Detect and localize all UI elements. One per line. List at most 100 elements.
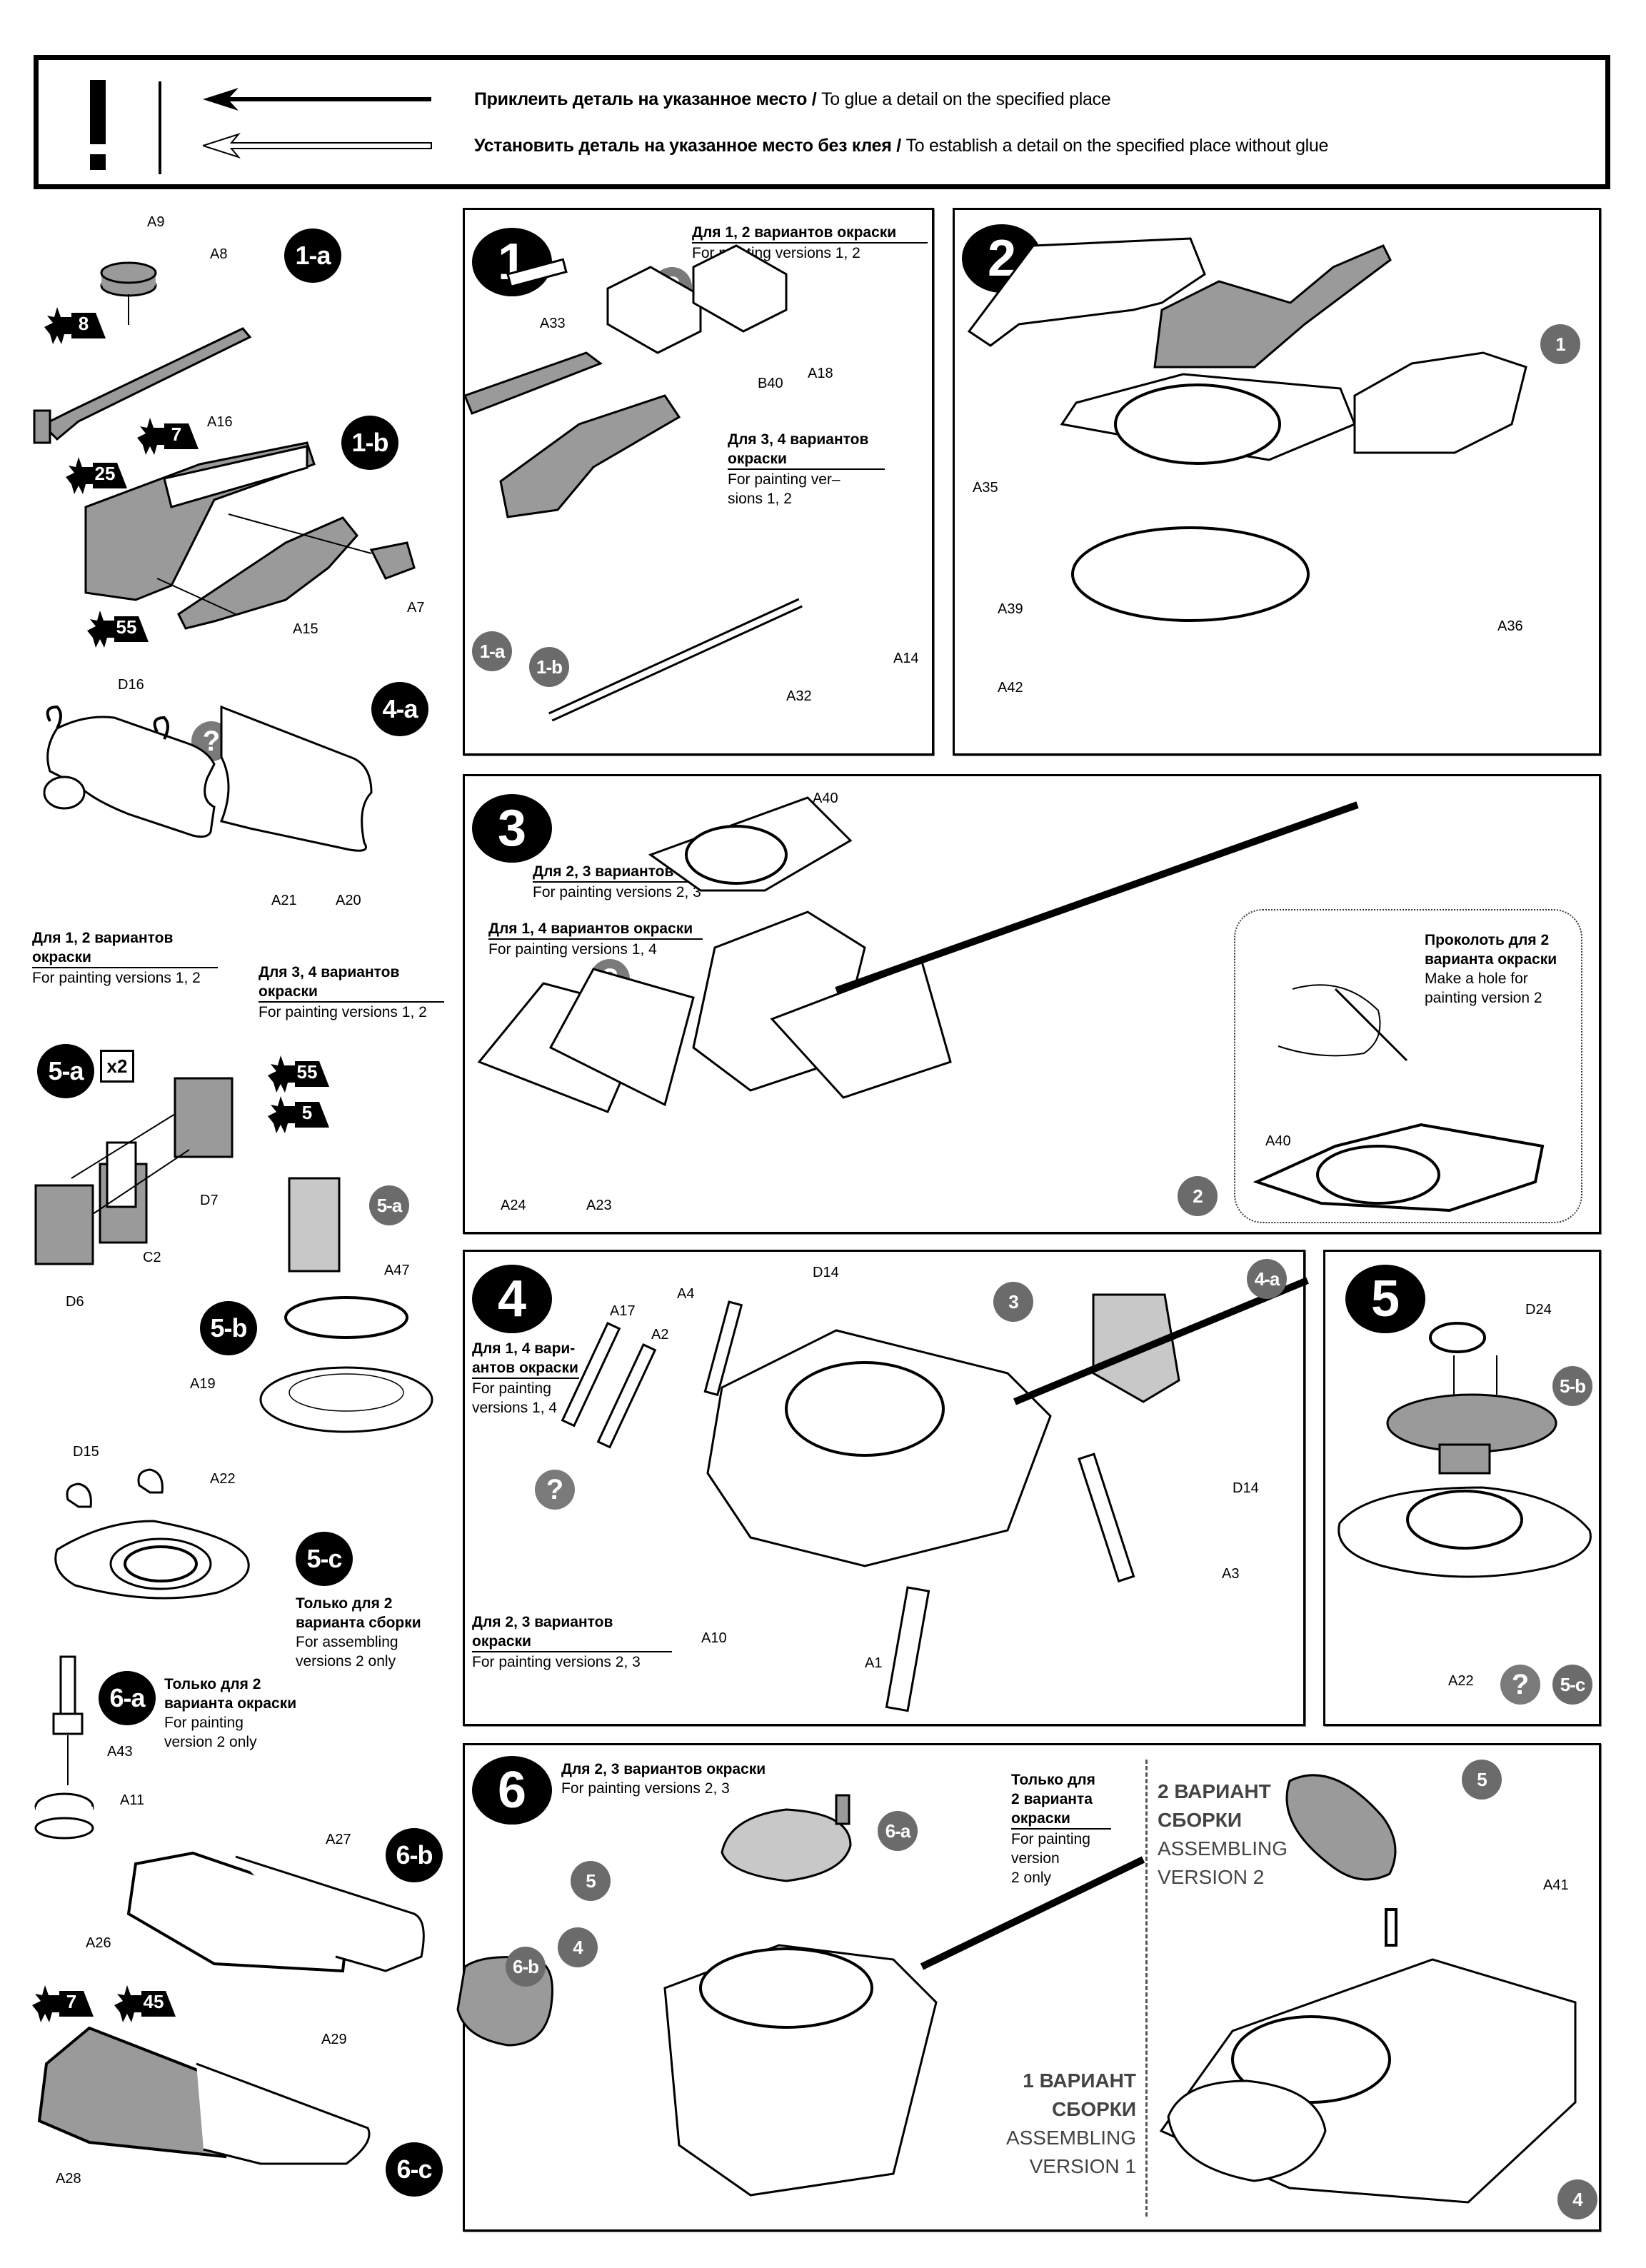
paint-badge-5: 5	[268, 1096, 332, 1133]
step-6-panel: 6 Для 2, 3 вариантов окраски For paintin…	[456, 1743, 1601, 2232]
part-label-d14-right: D14	[1233, 1480, 1259, 1496]
part-label-a41: A41	[1543, 1877, 1569, 1893]
part-label-a17: A17	[610, 1303, 636, 1319]
ref-badge-3: 3	[993, 1282, 1033, 1322]
hatch-ring-5c-illustration	[54, 1468, 250, 1600]
step-5-panel: 5 D24 5-b A22 ? 5-c	[1323, 1250, 1601, 1726]
step-number-3: 3	[472, 794, 552, 863]
step-4-panel: 4 D14 A4 A17 A2 Для 1, 4 вари- антов окр…	[463, 1250, 1309, 1726]
quantity-x2-box: x2	[100, 1050, 134, 1083]
part-label-a20: A20	[336, 893, 361, 908]
part-label-a39: A39	[998, 601, 1023, 617]
part-label-d14-top: D14	[813, 1265, 839, 1280]
note-4a-left: Для 1, 2 вариантов окраски For painting …	[32, 928, 218, 988]
step4-illustration	[561, 1277, 1309, 1712]
legend-box: Приклеить деталь на указанное место / To…	[34, 55, 1610, 189]
step5-illustration	[1338, 1322, 1592, 1578]
part-label-a22: A22	[1448, 1673, 1474, 1689]
ref-badge-6a: 6-a	[878, 1811, 918, 1851]
exclamation-icon	[87, 80, 109, 170]
step4-note-versions-2-3: Для 2, 3 вариантов окраски For painting …	[472, 1612, 672, 1672]
part-label-a2: A2	[651, 1327, 669, 1343]
part-label-a19: A19	[190, 1376, 216, 1392]
bolt-6a-illustration	[34, 1655, 94, 1840]
step-1-panel: 1 Для 1, 2 вариантов окраски For paintin…	[463, 208, 934, 756]
ref-badge-5c: 5-c	[1552, 1665, 1592, 1705]
paint-badge-7-6c: 7	[32, 1985, 96, 2022]
step-number-6: 6	[472, 1756, 552, 1825]
question-icon-step4: ?	[535, 1470, 575, 1510]
version-divider	[1145, 1760, 1148, 2217]
periscope-parts-illustration	[34, 1077, 234, 1265]
hole-callout-box: Проколоть для 2 варианта окраски Make a …	[1234, 909, 1582, 1223]
part-label-d7: D7	[200, 1193, 219, 1208]
callout-note: Проколоть для 2 варианта окраски Make a …	[1425, 932, 1557, 1006]
part-label-a9: A9	[147, 214, 165, 230]
note-6a: Только для 2 варианта окраски For painti…	[164, 1676, 297, 1750]
sub-step-badge-4a: 4-a	[371, 682, 428, 736]
part-label-d16: D16	[118, 677, 144, 693]
ref-badge-5-v1: 5	[571, 1861, 611, 1901]
no-glue-arrow-icon	[203, 133, 432, 159]
part-label-a36: A36	[1497, 618, 1523, 634]
step1-illustration	[463, 244, 803, 722]
part-label-d24: D24	[1525, 1302, 1552, 1318]
sub-step-badge-1b: 1-b	[341, 416, 398, 470]
ref-badge-6b: 6-b	[506, 1947, 546, 1987]
glue-arrow-icon	[203, 88, 431, 111]
step6-version2-illustration	[1159, 1774, 1577, 2204]
step1-note-versions-3-4: Для 3, 4 вариантов окраски For painting …	[728, 430, 885, 508]
step3-illustration	[477, 796, 1359, 1113]
tarp-roll-6b-illustration	[126, 1851, 425, 1973]
sub-step-badge-5b: 5-b	[200, 1301, 257, 1355]
step-number-4: 4	[472, 1265, 552, 1333]
legend-glue-text: Приклеить деталь на указанное место / To…	[474, 89, 1111, 109]
ref-badge-5b: 5-b	[1552, 1366, 1592, 1406]
tarp-roll-6c-illustration	[37, 2026, 371, 2165]
part-label-a29: A29	[321, 2032, 347, 2047]
part-label-a8: A8	[210, 246, 228, 262]
part-label-c2: C2	[143, 1250, 161, 1265]
part-label-a40: A40	[813, 791, 838, 806]
ref-badge-4-v1: 4	[558, 1927, 598, 1967]
ref-badge-2: 2	[1178, 1176, 1218, 1216]
part-label-a4: A4	[677, 1286, 695, 1302]
paint-badge-25: 25	[66, 457, 130, 494]
part-label-a16: A16	[207, 414, 233, 430]
ref-badge-1b: 1-b	[529, 647, 569, 687]
ref-badge-4-v2: 4	[1557, 2179, 1597, 2219]
part-label-a35: A35	[973, 480, 998, 496]
sub-step-badge-6c: 6-c	[386, 2142, 443, 2197]
part-label-a43: A43	[107, 1744, 133, 1760]
sub-step-badge-6a: 6-a	[99, 1671, 156, 1725]
part-label-a26: A26	[86, 1935, 111, 1951]
step-number-5: 5	[1345, 1265, 1425, 1333]
ref-badge-4a: 4-a	[1247, 1259, 1287, 1299]
assembling-version-1-label: 1 ВАРИАНТ СБОРКИ ASSEMBLING VERSION 1	[1005, 2069, 1136, 2177]
hand-with-pin-illustration	[1253, 984, 1545, 1213]
legend-glue-row: Приклеить деталь на указанное место / To…	[203, 85, 1111, 114]
question-icon-step5: ?	[1500, 1665, 1540, 1705]
part-label-a21: A21	[271, 893, 297, 908]
sub-step-badge-1a: 1-a	[284, 229, 341, 283]
part-label-a27: A27	[326, 1832, 351, 1847]
note-5c: Только для 2 варианта сборки For assembl…	[296, 1595, 421, 1670]
ref-badge-1a: 1-a	[472, 631, 512, 671]
step6-note-versions-2-3: Для 2, 3 вариантов окраски For painting …	[561, 1761, 766, 1797]
part-label-a28: A28	[56, 2171, 81, 2187]
step3-note-versions-1-4: Для 1, 4 вариантов окраски For painting …	[488, 919, 703, 959]
sub-step-badge-6b: 6-b	[386, 1828, 443, 1882]
part-label-a42: A42	[998, 680, 1023, 696]
legend-divider	[159, 81, 161, 174]
part-label-a23: A23	[586, 1198, 612, 1213]
part-label-a47: A47	[384, 1263, 410, 1278]
part-label-a10: A10	[701, 1630, 727, 1646]
part-label-a11: A11	[120, 1792, 145, 1808]
part-label-a24: A24	[501, 1198, 526, 1213]
part-label-a18: A18	[808, 366, 833, 381]
ref-badge-5a: 5-a	[369, 1185, 409, 1225]
paint-badge-55-5a: 55	[268, 1055, 332, 1093]
step2-illustration	[967, 237, 1527, 622]
step4-note-versions-1-4: Для 1, 4 вари- антов окраски For paintin…	[472, 1340, 579, 1416]
ref-badge-5-v2: 5	[1462, 1760, 1502, 1800]
